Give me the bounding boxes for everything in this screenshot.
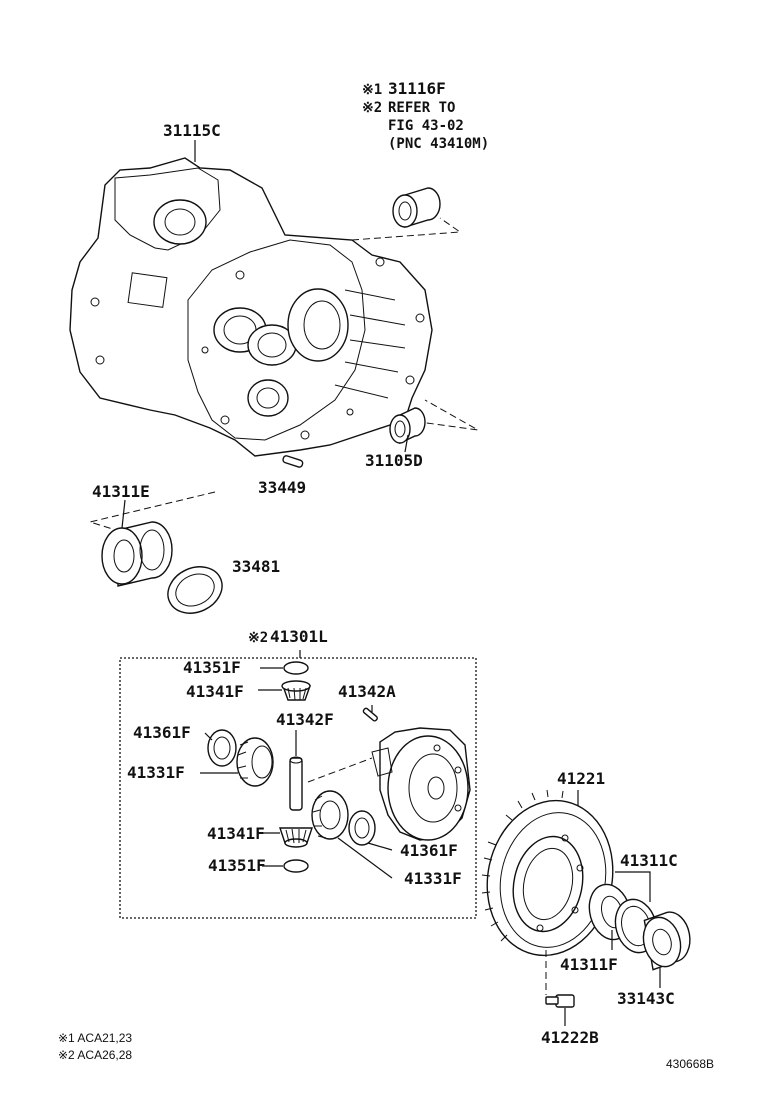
differential-case[interactable] <box>371 727 471 841</box>
diff-assembly-box <box>119 657 477 919</box>
shim-33143C[interactable] <box>638 909 694 971</box>
bearing-41311E[interactable] <box>101 521 173 587</box>
label-33449: 33449 <box>258 478 306 497</box>
ring-gear-41221[interactable] <box>473 789 627 967</box>
label-41342F: 41342F <box>276 710 334 729</box>
note-refer-line3: (PNC 43410M) <box>388 136 489 152</box>
footnote-1: ※1 ACA21,23 <box>58 1031 132 1045</box>
label-41311E: 41311E <box>92 482 150 501</box>
note-refer-line1: REFER TO <box>388 100 455 116</box>
pinion-41341F-bottom[interactable] <box>279 827 313 848</box>
label-41342A: 41342A <box>338 682 396 701</box>
pinion-41341F-top[interactable] <box>281 680 311 701</box>
label-31116F: 31116F <box>388 79 446 98</box>
figure-id: 430668B <box>666 1057 714 1071</box>
washer-41351F-top[interactable] <box>283 661 309 675</box>
label-41222B: 41222B <box>541 1028 599 1047</box>
oil-seal-side[interactable] <box>389 407 426 445</box>
side-gear-41331F-right[interactable] <box>311 790 349 840</box>
side-gear-41331F-left[interactable] <box>236 737 274 787</box>
footnote-2: ※2 ACA26,28 <box>58 1048 132 1062</box>
washer-41351F-bottom[interactable] <box>283 859 309 873</box>
label-41341F-bottom: 41341F <box>207 824 265 843</box>
transaxle-housing[interactable] <box>69 157 433 457</box>
bolt-41222B[interactable] <box>545 994 575 1008</box>
label-41351F-top: 41351F <box>183 658 241 677</box>
pin-33449[interactable] <box>282 455 304 468</box>
label-41331F-right: 41331F <box>404 869 462 888</box>
label-33143C: 33143C <box>617 989 675 1008</box>
label-33481: 33481 <box>232 557 280 576</box>
shaft-pin-41342A[interactable] <box>362 707 378 722</box>
label-41361F-right: 41361F <box>400 841 458 860</box>
label-41361F-left: 41361F <box>133 723 191 742</box>
label-41311F: 41311F <box>560 955 618 974</box>
note-mark1: ※1 <box>362 82 382 98</box>
note-mark2-diff: ※2 <box>248 630 268 646</box>
note-refer-line2: FIG 43-02 <box>388 118 464 134</box>
shim-33481[interactable] <box>160 558 229 622</box>
label-41221: 41221 <box>557 769 605 788</box>
oil-seal-top[interactable] <box>392 187 441 228</box>
label-41331F-left: 41331F <box>127 763 185 782</box>
label-31115C: 31115C <box>163 121 221 140</box>
thrust-washer-41361F-left[interactable] <box>207 729 237 767</box>
pinion-shaft-41342F[interactable] <box>289 756 303 811</box>
label-41311C: 41311C <box>620 851 678 870</box>
thrust-washer-41361F-right[interactable] <box>348 810 376 846</box>
label-41341F-top: 41341F <box>186 682 244 701</box>
note-mark2: ※2 <box>362 100 382 116</box>
label-31105D: 31105D <box>365 451 423 470</box>
label-41301L: 41301L <box>270 627 328 646</box>
label-41351F-bottom: 41351F <box>208 856 266 875</box>
